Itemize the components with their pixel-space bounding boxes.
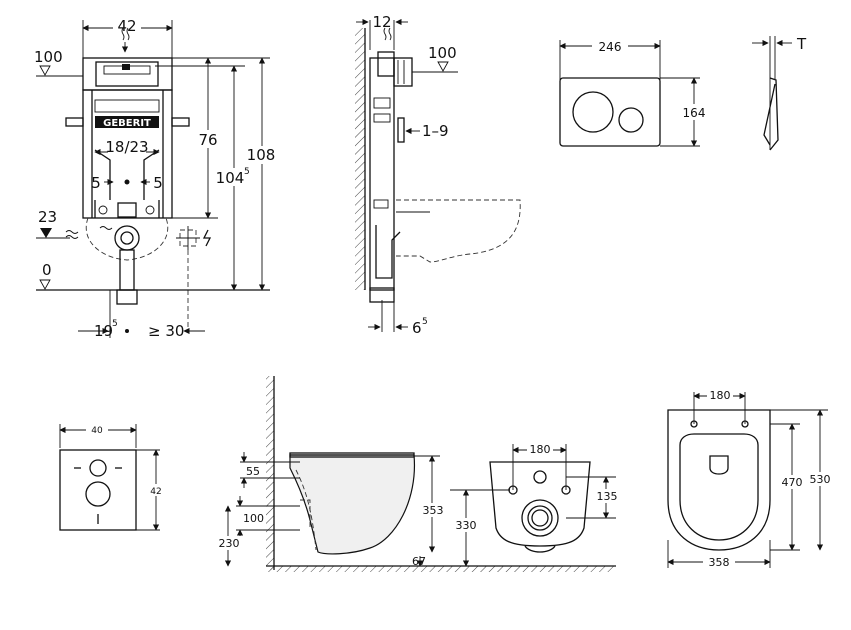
level-100-side: 100 <box>428 44 457 62</box>
dim-bowl-100: 100 <box>243 512 264 525</box>
dim-right-5: 5 <box>153 174 163 192</box>
dim-bowl-230: 230 <box>219 537 240 550</box>
dim-bowl-67: 67 <box>412 555 426 568</box>
dim-gasket-height: 42 <box>150 487 161 497</box>
level-100-frame: 100 <box>34 48 63 66</box>
dim-76: 76 <box>198 131 217 149</box>
dim-108: 108 <box>247 146 276 164</box>
bowl-back-view: 180 135 330 <box>450 442 622 567</box>
level-23: 23 <box>38 208 57 226</box>
level-0: 0 <box>42 261 52 279</box>
bowl-side-view: 55 100 230 353 67 <box>214 376 616 572</box>
dim-mid: 18/23 <box>105 138 148 156</box>
dim-plate-width: 246 <box>599 40 622 54</box>
dim-bowl-353: 353 <box>423 504 444 517</box>
dim-plate-t: T <box>796 35 807 53</box>
dim-top-530: 530 <box>810 473 831 486</box>
dim-back-180: 180 <box>530 443 551 456</box>
dim-30: ≥ 30 <box>148 322 184 340</box>
dim-104-sup: 5 <box>244 167 250 177</box>
frame-side-view: 12 100 1–9 6 5 <box>355 13 521 337</box>
dim-top-470: 470 <box>782 476 803 489</box>
dim-side-6: 6 <box>412 319 422 337</box>
dim-left-5: 5 <box>91 174 101 192</box>
gasket-drawing: 40 42 <box>59 423 166 531</box>
dim-top-358: 358 <box>709 556 730 569</box>
dim-back-135: 135 <box>597 490 618 503</box>
brand-label: GEBERIT <box>103 118 151 129</box>
dim-side-12: 12 <box>372 13 391 31</box>
bowl-top-view: 180 470 530 358 <box>667 388 836 569</box>
dim-19-sup: 5 <box>112 319 118 329</box>
dim-bowl-55: 55 <box>246 465 260 478</box>
dim-top-180: 180 <box>710 389 731 402</box>
dim-side-6-sup: 5 <box>422 317 428 327</box>
dim-gasket-width: 40 <box>91 426 103 436</box>
dim-side-range: 1–9 <box>422 122 449 140</box>
dim-19: 19 <box>94 322 113 340</box>
flush-plate-front: 246 164 <box>559 38 712 147</box>
frame-front-view: 42 GEBERIT 18/23 5 5 <box>34 17 276 340</box>
dim-back-330: 330 <box>456 519 477 532</box>
dim-104: 104 <box>216 169 245 187</box>
flush-plate-side: T <box>752 35 807 151</box>
dim-plate-height: 164 <box>683 106 706 120</box>
